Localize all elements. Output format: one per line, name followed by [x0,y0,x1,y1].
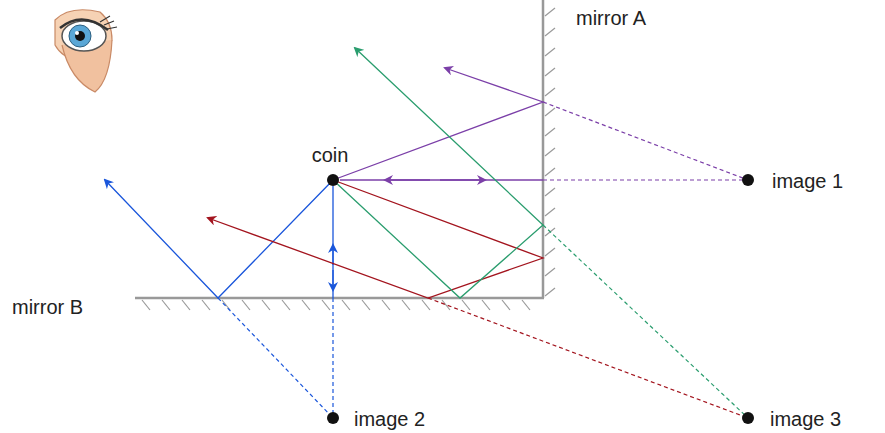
hatch-mark [545,188,555,196]
mirror-a [543,0,544,298]
hatch-mark [342,300,350,310]
hatch-mark [262,300,270,310]
hatch-mark [382,300,390,310]
object-label: coin [312,144,349,166]
hatch-mark [182,300,190,310]
hatch-mark [442,300,450,310]
image-label: image 1 [772,170,843,192]
hatch-mark [162,300,170,310]
hatch-mark [502,300,510,310]
hatch-mark [545,148,555,156]
hatch-mark [545,48,555,56]
hatch-mark [545,168,555,176]
eye-icon [55,10,117,92]
points [327,174,754,424]
hatch-mark [545,28,555,36]
hatch-mark [545,248,555,256]
hatch-mark [545,288,555,296]
hatch-mark [322,300,330,310]
hatch-mark [462,300,470,310]
hatch-mark [545,128,555,136]
hatch-mark [242,300,250,310]
hatch-mark [362,300,370,310]
hatch-mark [302,300,310,310]
mirror-a-hatch [545,8,555,296]
hatch-mark [545,8,555,16]
hatch-mark [545,208,555,216]
hatch-mark [482,300,490,310]
image-label: image 3 [770,408,841,430]
mirror-label: mirror B [12,296,83,318]
mirror-b-hatch [142,300,530,310]
light-rays [105,48,543,298]
hatch-mark [202,300,210,310]
mirror-b [135,298,544,299]
mirror-label: mirror A [576,7,646,29]
hatch-mark [142,300,150,310]
image-label: image 2 [354,408,425,430]
hatch-mark [422,300,430,310]
hatch-mark [545,108,555,116]
hatch-mark [402,300,410,310]
hatch-mark [545,68,555,76]
virtual-ray-lines [218,102,748,418]
hatch-mark [545,88,555,96]
hatch-mark [545,268,555,276]
hatch-mark [522,300,530,310]
hatch-mark [282,300,290,310]
